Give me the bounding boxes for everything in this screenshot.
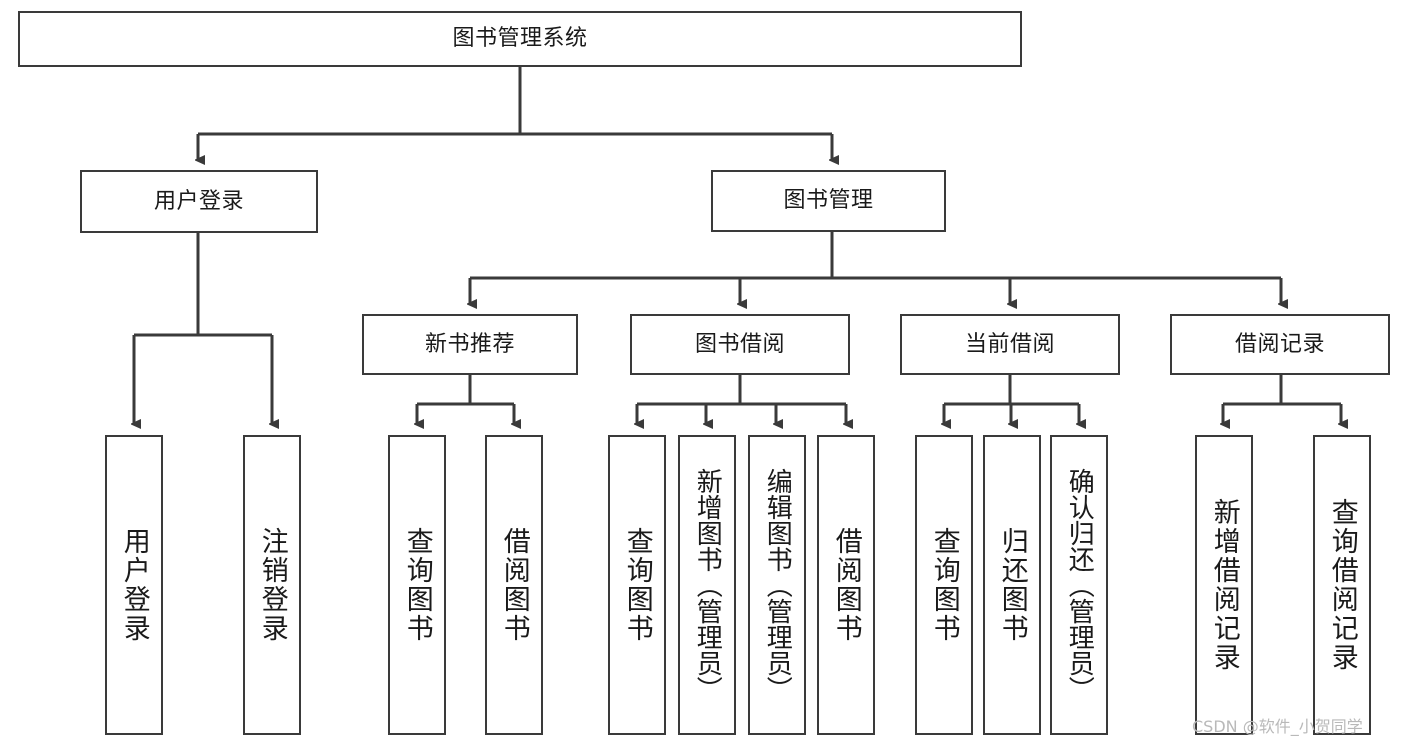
node-leaf-borrow-book[interactable]: 借阅图书 bbox=[817, 435, 875, 735]
node-label: 归还图书 bbox=[996, 527, 1028, 643]
node-label: 新书推荐 bbox=[424, 331, 515, 357]
node-label: 图书借阅 bbox=[694, 331, 785, 357]
node-user-login[interactable]: 用户登录 bbox=[80, 170, 318, 233]
node-label: 用户登录 bbox=[118, 527, 150, 643]
node-leaf-query-book-current[interactable]: 查询图书 bbox=[915, 435, 973, 735]
node-label: 查询借阅记录 bbox=[1326, 498, 1358, 672]
node-label: 当前借阅 bbox=[964, 331, 1055, 357]
node-label: 新增借阅记录 bbox=[1208, 498, 1240, 672]
node-label: 图书管理系统 bbox=[452, 26, 588, 52]
node-label: 注销登录 bbox=[256, 527, 288, 643]
node-new-book-recommendation[interactable]: 新书推荐 bbox=[362, 314, 578, 375]
node-label: 新增图书（管理员） bbox=[692, 468, 723, 702]
node-leaf-add-borrow-record[interactable]: 新增借阅记录 bbox=[1195, 435, 1253, 735]
node-label: 查询图书 bbox=[621, 527, 653, 643]
node-leaf-add-book-admin[interactable]: 新增图书（管理员） bbox=[678, 435, 736, 735]
node-leaf-query-book-borrow[interactable]: 查询图书 bbox=[608, 435, 666, 735]
node-leaf-query-book-newbook[interactable]: 查询图书 bbox=[388, 435, 446, 735]
node-leaf-return-book[interactable]: 归还图书 bbox=[983, 435, 1041, 735]
node-label: 图书管理 bbox=[783, 188, 874, 214]
node-leaf-borrow-book-newbook[interactable]: 借阅图书 bbox=[485, 435, 543, 735]
node-leaf-logout[interactable]: 注销登录 bbox=[243, 435, 301, 735]
node-label: 查询图书 bbox=[401, 527, 433, 643]
node-label: 借阅图书 bbox=[830, 527, 862, 643]
node-book-borrow[interactable]: 图书借阅 bbox=[630, 314, 850, 375]
node-label: 借阅图书 bbox=[498, 527, 530, 643]
node-root-system[interactable]: 图书管理系统 bbox=[18, 11, 1022, 67]
node-label: 用户登录 bbox=[153, 188, 244, 214]
node-book-management[interactable]: 图书管理 bbox=[711, 170, 946, 232]
node-leaf-edit-book-admin[interactable]: 编辑图书（管理员） bbox=[748, 435, 806, 735]
node-leaf-query-borrow-record[interactable]: 查询借阅记录 bbox=[1313, 435, 1371, 735]
node-leaf-user-login[interactable]: 用户登录 bbox=[105, 435, 163, 735]
node-label: 编辑图书（管理员） bbox=[762, 468, 793, 702]
node-label: 借阅记录 bbox=[1234, 331, 1325, 357]
node-label: 查询图书 bbox=[928, 527, 960, 643]
node-label: 确认归还（管理员） bbox=[1064, 468, 1095, 702]
csdn-watermark: CSDN @软件_小贺同学 bbox=[1192, 717, 1363, 736]
node-leaf-confirm-return-admin[interactable]: 确认归还（管理员） bbox=[1050, 435, 1108, 735]
node-current-borrow[interactable]: 当前借阅 bbox=[900, 314, 1120, 375]
node-borrow-record[interactable]: 借阅记录 bbox=[1170, 314, 1390, 375]
